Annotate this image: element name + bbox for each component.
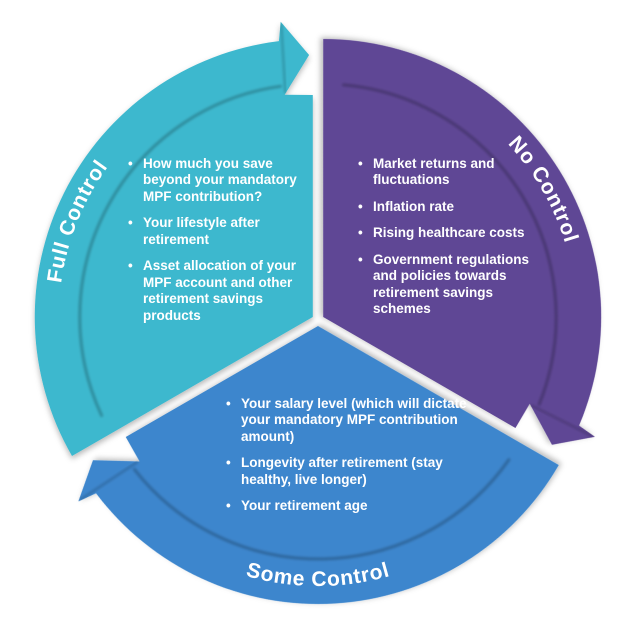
list-item: Your salary level (which will dictate yo…	[226, 396, 470, 445]
list-item: Market returns and fluctuations	[358, 156, 554, 189]
list-item: Your retirement age	[226, 498, 470, 515]
list-item: How much you save beyond your mandatory …	[128, 156, 308, 205]
list-item: Your lifestyle after retirement	[128, 215, 308, 248]
list-item: Government regulations and policies towa…	[358, 252, 554, 318]
list-item: Rising healthcare costs	[358, 225, 554, 242]
full-control-list: How much you save beyond your mandatory …	[128, 156, 308, 334]
no-control-list: Market returns and fluctuations Inflatio…	[358, 156, 554, 328]
list-item: Asset allocation of your MPF account and…	[128, 258, 308, 324]
some-control-list: Your salary level (which will dictate yo…	[226, 396, 470, 525]
list-item: Longevity after retirement (stay healthy…	[226, 455, 470, 488]
list-item: Inflation rate	[358, 199, 554, 216]
